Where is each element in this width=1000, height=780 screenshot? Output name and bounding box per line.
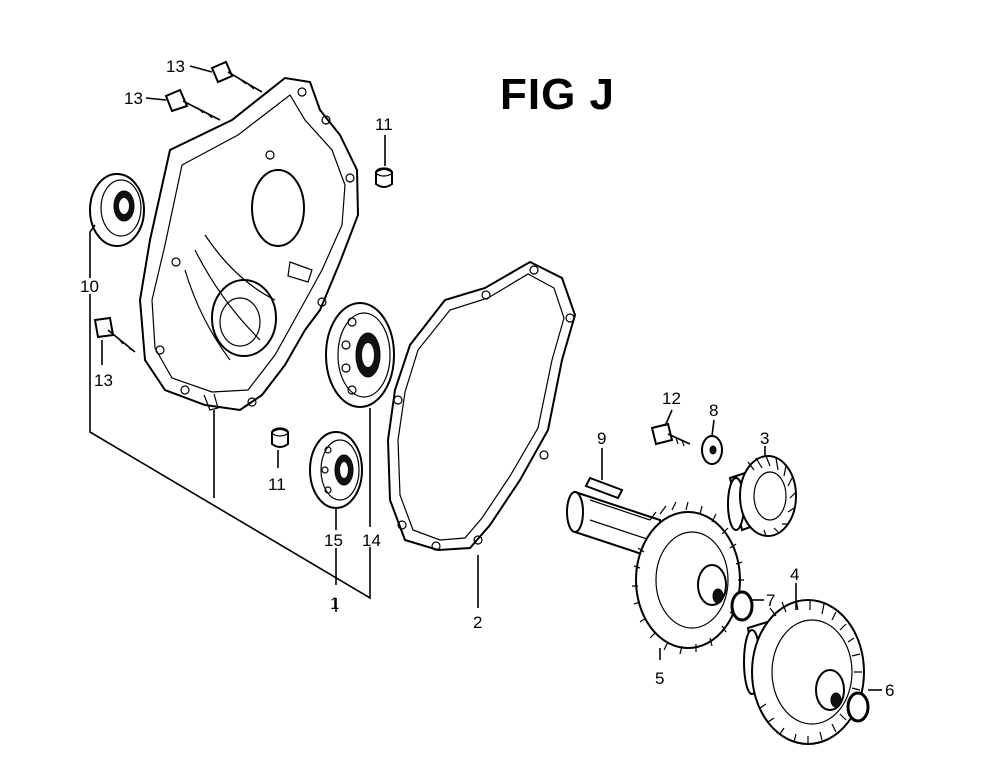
ball-bearing-part-15	[309, 431, 363, 509]
figure-title: FIG J	[500, 70, 616, 119]
callout-9: 9	[597, 429, 606, 448]
crankcase-cover-part-1	[138, 76, 360, 412]
callout-13-middle: 13	[124, 89, 143, 108]
circlip-part-7	[730, 590, 754, 622]
callout-2: 2	[473, 613, 482, 632]
pinion-gear-part-3	[727, 455, 797, 537]
callout-8: 8	[709, 401, 718, 420]
circlip-part-6	[846, 691, 870, 723]
spur-gear-part-4	[743, 599, 865, 745]
shaft-gear-part-5	[566, 490, 744, 655]
bolt-part-12	[650, 422, 691, 447]
callout-1: 1	[330, 594, 339, 613]
leader-lines	[89, 65, 882, 691]
callout-4: 4	[790, 565, 799, 584]
ball-bearing-part-14	[325, 302, 395, 408]
callout-14: 14	[362, 531, 381, 550]
callout-13-lower: 13	[94, 371, 113, 390]
callout-7: 7	[766, 591, 775, 610]
callout-5: 5	[655, 669, 664, 688]
callout-11-top: 11	[375, 115, 393, 134]
dowel-pin-11-top	[375, 167, 393, 188]
callout-6: 6	[885, 681, 894, 700]
washer-part-8	[701, 435, 723, 465]
bolt-13-top	[210, 60, 263, 93]
callout-labels: 13 13 13 11 11 10 15 14 1 2 12 8 3 9 7 4…	[80, 57, 894, 700]
gasket-part-2	[386, 260, 577, 552]
callout-11-bottom: 11	[268, 475, 286, 494]
callout-12: 12	[662, 389, 681, 408]
callout-15: 15	[324, 531, 343, 550]
dowel-pin-11-bottom	[271, 427, 289, 448]
callout-3: 3	[760, 429, 769, 448]
bolt-13-middle	[164, 88, 221, 121]
oil-seal-part-10	[89, 173, 145, 247]
pin-part-9	[584, 476, 624, 500]
callout-13-top: 13	[166, 57, 185, 76]
bolt-13-lower	[93, 316, 136, 353]
callout-10: 10	[80, 277, 99, 296]
